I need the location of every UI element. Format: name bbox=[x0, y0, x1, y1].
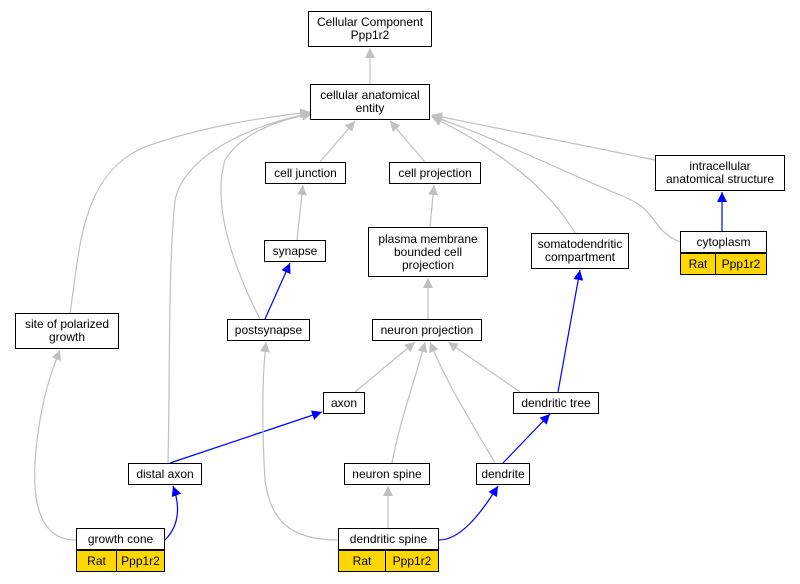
node-growth-cone[interactable]: growth cone bbox=[76, 528, 165, 550]
edge-projection-cae bbox=[389, 120, 426, 163]
edge-axon-neuronproj bbox=[354, 341, 416, 393]
edge-intracellular-cae bbox=[431, 112, 656, 161]
edge-synapse-junction bbox=[296, 184, 307, 241]
gene-cell: Ppp1r2 bbox=[716, 253, 767, 275]
node-label: growth cone bbox=[87, 531, 154, 546]
edge-dspine-postsynapse bbox=[259, 341, 339, 541]
edge-dtree-neuronproj bbox=[447, 341, 521, 393]
node-cae[interactable]: cellular anatomical entity bbox=[310, 84, 430, 120]
node-label: dendritic spine bbox=[349, 531, 428, 546]
node-somatodendritic[interactable]: somatodendritic compartment bbox=[531, 233, 629, 269]
node-neuron-spine[interactable]: neuron spine bbox=[344, 463, 430, 485]
node-label: intracellular anatomical structure bbox=[665, 159, 775, 186]
node-synapse[interactable]: synapse bbox=[264, 240, 326, 262]
gene-cell: Ppp1r2 bbox=[117, 550, 165, 572]
node-label: somatodendritic compartment bbox=[537, 237, 623, 264]
node-axon[interactable]: axon bbox=[323, 392, 365, 414]
node-distal-axon[interactable]: distal axon bbox=[128, 463, 202, 485]
node-dendrite[interactable]: dendrite bbox=[476, 463, 530, 485]
edge-cytoplasm-cae bbox=[431, 114, 681, 243]
node-label: neuron projection bbox=[380, 322, 474, 337]
edge-dendrite-dtree bbox=[502, 413, 551, 464]
node-cell-projection[interactable]: cell projection bbox=[389, 162, 481, 184]
node-cell-junction[interactable]: cell junction bbox=[265, 162, 346, 184]
node-cytoplasm[interactable]: cytoplasm bbox=[680, 231, 767, 253]
edge-somato-cae bbox=[431, 116, 576, 234]
node-label: site of polarized growth bbox=[24, 317, 110, 344]
node-label: dendrite bbox=[481, 466, 525, 481]
node-dendritic-tree[interactable]: dendritic tree bbox=[513, 392, 599, 414]
node-label: cytoplasm bbox=[696, 234, 751, 249]
species-cell: Rat bbox=[338, 550, 386, 572]
node-label: synapse bbox=[272, 243, 318, 258]
node-root[interactable]: Cellular Component Ppp1r2 bbox=[308, 11, 432, 47]
node-label: dendritic tree bbox=[521, 395, 591, 410]
edge-site-cae bbox=[69, 108, 311, 314]
node-neuron-projection[interactable]: neuron projection bbox=[372, 319, 482, 341]
node-site-polarized[interactable]: site of polarized growth bbox=[15, 313, 119, 349]
node-label: distal axon bbox=[136, 466, 194, 481]
node-intracellular[interactable]: intracellular anatomical structure bbox=[655, 155, 785, 191]
node-dendritic-spine[interactable]: dendritic spine bbox=[338, 528, 439, 550]
edge-postsynapse-cae bbox=[220, 110, 313, 320]
node-pmbcp[interactable]: plasma membrane bounded cell projection bbox=[368, 227, 488, 277]
node-label: neuron spine bbox=[352, 466, 422, 481]
edge-dtree-somato bbox=[557, 269, 584, 393]
edge-dendrite-neuronproj bbox=[429, 341, 496, 464]
edge-distalaxon-axon bbox=[169, 410, 323, 464]
node-postsynapse[interactable]: postsynapse bbox=[227, 319, 310, 341]
node-label: cell junction bbox=[274, 165, 337, 180]
node-label: Cellular Component Ppp1r2 bbox=[316, 15, 424, 42]
edge-dspine-dendrite bbox=[438, 485, 499, 541]
node-label: postsynapse bbox=[234, 322, 303, 337]
edge-spine-neuronproj bbox=[391, 341, 428, 464]
gene-cell: Ppp1r2 bbox=[386, 550, 439, 572]
node-label: cell projection bbox=[398, 165, 472, 180]
edge-growthcone-site bbox=[34, 349, 77, 541]
node-label: plasma membrane bounded cell projection bbox=[378, 231, 478, 272]
node-label: axon bbox=[330, 395, 358, 410]
node-label: cellular anatomical entity bbox=[320, 88, 420, 115]
species-cell: Rat bbox=[680, 253, 716, 275]
edge-postsynapse-synapse bbox=[264, 262, 291, 320]
species-cell: Rat bbox=[76, 550, 117, 572]
edge-distalaxon-cae bbox=[167, 109, 313, 464]
edge-junction-cae bbox=[319, 120, 356, 163]
edge-pmbcp-projection bbox=[428, 184, 439, 228]
edge-growthcone-distalaxon bbox=[164, 485, 182, 541]
